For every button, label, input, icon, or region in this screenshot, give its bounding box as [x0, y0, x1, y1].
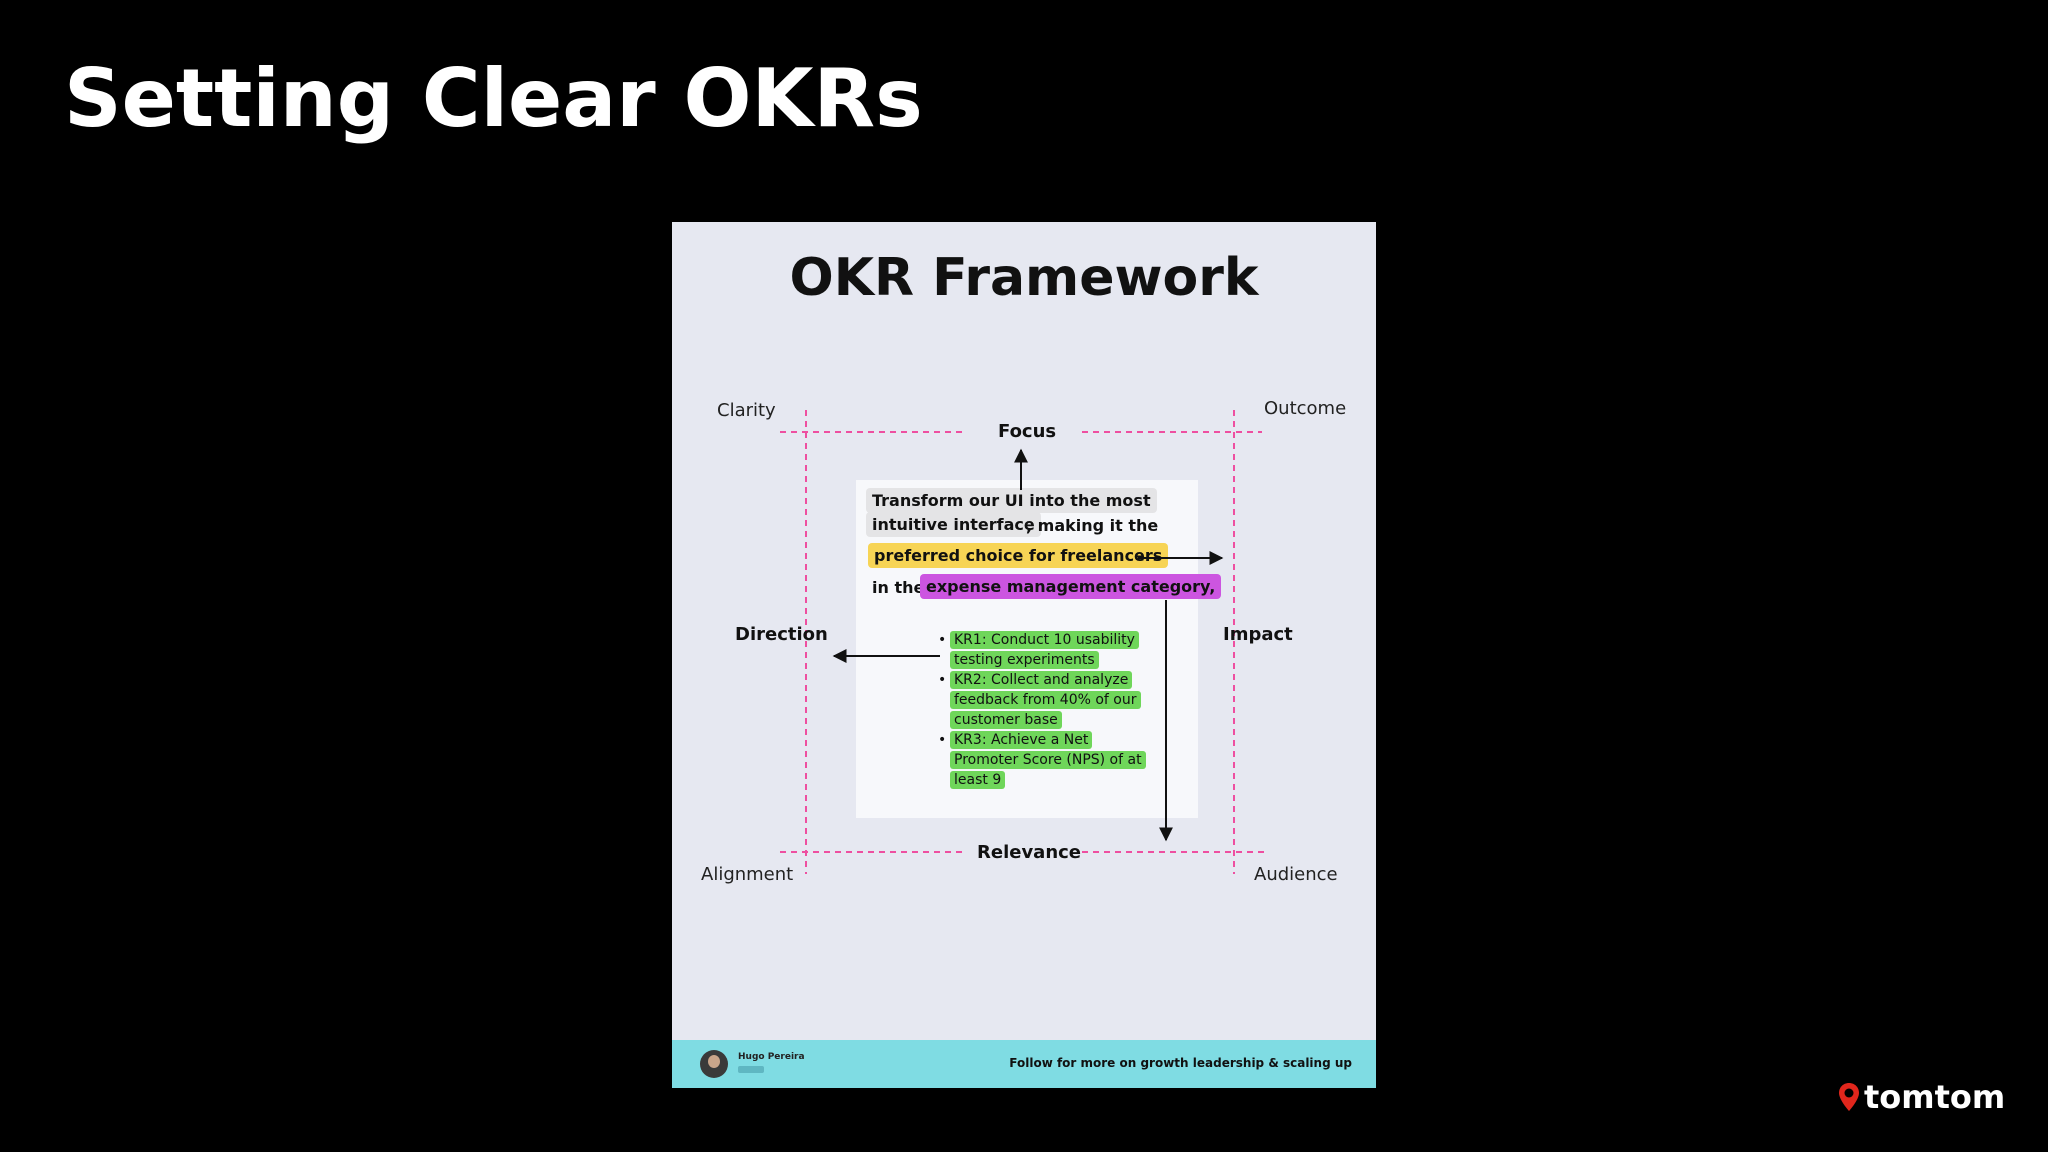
okr-framework-card: OKR Framework Clarity Outcome Alignment …: [672, 222, 1376, 1088]
follow-text: Follow for more on growth leadership & s…: [1009, 1056, 1352, 1070]
corner-alignment: Alignment: [701, 864, 794, 885]
card-title: OKR Framework: [789, 248, 1259, 308]
map-pin-icon: [1839, 1083, 1859, 1111]
key-result-item: KR3: Achieve a Net Promoter Score (NPS) …: [934, 730, 1154, 790]
author-avatar-icon: [700, 1050, 728, 1078]
framework-diagram: [780, 410, 1264, 874]
key-results-list: KR1: Conduct 10 usability testing experi…: [934, 630, 1154, 790]
tomtom-logo: tomtom: [1838, 1078, 2005, 1116]
objective-preferred-choice: preferred choice for freelancers: [868, 543, 1169, 568]
dashed-frame: [780, 410, 1264, 874]
slide-title: Setting Clear OKRs: [64, 52, 923, 145]
corner-audience: Audience: [1254, 864, 1338, 885]
edge-impact: Impact: [1223, 624, 1293, 645]
brand-name: tomtom: [1864, 1078, 2006, 1116]
card-footer: Hugo Pereira Follow for more on growth l…: [672, 1040, 1376, 1088]
author-badge: [738, 1066, 764, 1073]
arrows: [832, 448, 1224, 842]
corner-outcome: Outcome: [1264, 398, 1347, 419]
corner-clarity: Clarity: [717, 400, 776, 421]
edge-focus: Focus: [998, 421, 1057, 442]
objective-in-the: in the: [872, 578, 925, 597]
key-result-item: KR2: Collect and analyze feedback from 4…: [934, 670, 1154, 730]
edge-relevance: Relevance: [977, 842, 1082, 863]
key-result-item: KR1: Conduct 10 usability testing experi…: [934, 630, 1154, 670]
author-name: Hugo Pereira: [738, 1052, 805, 1062]
objective-category: expense management category,: [920, 574, 1222, 599]
objective-intuitive-interface: intuitive interface: [866, 512, 1041, 537]
edge-direction: Direction: [735, 624, 828, 645]
objective-line-2-rest: , making it the: [1026, 516, 1159, 535]
objective-line-1: Transform our UI into the most: [866, 488, 1157, 513]
